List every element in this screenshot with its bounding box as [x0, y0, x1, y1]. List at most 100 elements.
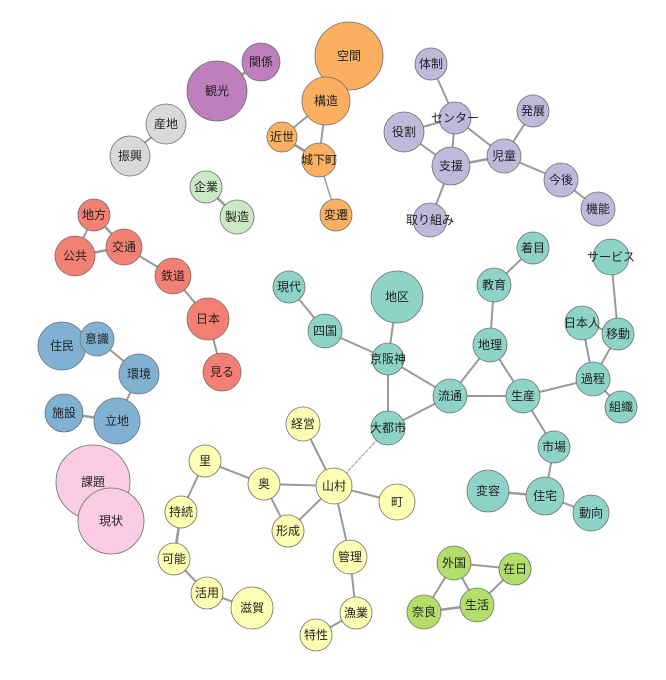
node-kongo[interactable]: 今後 [543, 162, 579, 198]
node-kinsei[interactable]: 近世 [266, 121, 298, 153]
node-sanson[interactable]: 山村 [315, 467, 353, 505]
node-circle-ricchi[interactable] [93, 397, 141, 445]
node-circle-shinko[interactable] [109, 135, 151, 177]
node-kigyo[interactable]: 企業 [189, 170, 223, 204]
node-katei[interactable]: 過程 [575, 361, 611, 397]
node-jizoku[interactable]: 持続 [164, 495, 198, 529]
node-circle-nihonjin[interactable] [564, 305, 600, 341]
node-kino[interactable]: 機能 [580, 191, 616, 227]
node-miru[interactable]: 見る [202, 352, 242, 392]
node-circle-gaikoku[interactable] [436, 545, 472, 581]
node-center[interactable]: センター [431, 101, 479, 135]
node-shinko[interactable]: 振興 [109, 135, 151, 177]
node-seizo[interactable]: 製造 [219, 199, 255, 235]
node-zainichi[interactable]: 在日 [498, 552, 532, 586]
node-circle-chiri[interactable] [472, 327, 508, 363]
node-circle-chakumoku[interactable] [516, 231, 550, 265]
node-chakumoku[interactable]: 着目 [516, 231, 550, 265]
node-circle-kankyo[interactable] [118, 353, 160, 395]
node-circle-jutaku[interactable] [525, 476, 565, 516]
node-torikumi[interactable]: 取り組み [406, 202, 454, 238]
node-circle-shien[interactable] [431, 146, 471, 186]
node-circle-gendai[interactable] [272, 270, 306, 304]
node-circle-kanko[interactable] [186, 60, 248, 122]
node-circle-center[interactable] [438, 101, 472, 135]
node-circle-jido[interactable] [486, 138, 522, 174]
node-soshiki[interactable]: 組織 [604, 390, 638, 424]
node-ricchi[interactable]: 立地 [93, 397, 141, 445]
node-circle-zainichi[interactable] [498, 552, 532, 586]
node-circle-tokusei[interactable] [299, 618, 333, 652]
node-shisetsu[interactable]: 施設 [44, 393, 84, 433]
node-circle-kukan[interactable] [314, 21, 384, 91]
node-circle-seisan[interactable] [505, 378, 541, 414]
node-circle-doko[interactable] [572, 494, 610, 532]
node-circle-katei[interactable] [575, 361, 611, 397]
node-circle-hattatsu[interactable] [516, 94, 550, 128]
node-circle-ido[interactable] [601, 317, 635, 351]
node-circle-kano[interactable] [157, 542, 191, 576]
node-ryutsu[interactable]: 流通 [432, 378, 468, 414]
node-circle-shiga[interactable] [230, 586, 274, 630]
node-kano[interactable]: 可能 [157, 542, 191, 576]
node-circle-seizo[interactable] [219, 199, 255, 235]
node-circle-gyogyo[interactable] [339, 596, 373, 630]
node-shikoku[interactable]: 四国 [307, 313, 343, 349]
node-jido[interactable]: 児童 [486, 138, 522, 174]
node-circle-kozo[interactable] [301, 76, 351, 126]
node-circle-shijo[interactable] [537, 430, 571, 464]
node-circle-machi[interactable] [378, 483, 416, 521]
node-hensen[interactable]: 変遷 [319, 198, 353, 232]
node-kokyo[interactable]: 公共 [54, 235, 96, 277]
node-gyogyo[interactable]: 漁業 [339, 596, 373, 630]
node-circle-hensen[interactable] [319, 198, 353, 232]
node-taisei[interactable]: 体制 [414, 47, 448, 81]
node-shijo[interactable]: 市場 [537, 430, 571, 464]
node-sanchi[interactable]: 産地 [145, 103, 187, 145]
node-chiho[interactable]: 地方 [77, 198, 111, 232]
node-keiei[interactable]: 経営 [285, 406, 321, 442]
node-henyo[interactable]: 変容 [466, 469, 510, 513]
node-circle-ishiki[interactable] [79, 321, 115, 357]
node-circle-service[interactable] [592, 238, 630, 276]
node-nara[interactable]: 奈良 [406, 594, 442, 630]
node-circle-sanson[interactable] [315, 467, 353, 505]
node-circle-kotsu[interactable] [105, 228, 143, 266]
node-kankyo[interactable]: 環境 [118, 353, 160, 395]
node-keisei[interactable]: 形成 [271, 514, 305, 548]
node-daitoshi[interactable]: 大都市 [370, 410, 406, 446]
node-kyoiku[interactable]: 教育 [476, 267, 512, 303]
node-ishiki[interactable]: 意識 [79, 321, 115, 357]
node-circle-katsuyo[interactable] [190, 576, 224, 610]
node-kotsu[interactable]: 交通 [105, 228, 143, 266]
node-circle-miru[interactable] [202, 352, 242, 392]
node-genjo[interactable]: 現状 [77, 487, 145, 555]
node-circle-keihanshin[interactable] [371, 342, 405, 376]
node-hattatsu[interactable]: 発展 [516, 94, 550, 128]
node-kankei[interactable]: 関係 [241, 42, 281, 82]
node-gendai[interactable]: 現代 [272, 270, 306, 304]
node-yakuwari[interactable]: 役割 [383, 111, 425, 153]
node-circle-shikoku[interactable] [307, 313, 343, 349]
node-oku[interactable]: 奥 [247, 467, 281, 501]
node-circle-oku[interactable] [247, 467, 281, 501]
node-seikatsu[interactable]: 生活 [459, 587, 495, 623]
node-circle-jokamachi[interactable] [301, 142, 337, 178]
node-gaikoku[interactable]: 外国 [436, 545, 472, 581]
node-circle-henyo[interactable] [466, 469, 510, 513]
node-nihon[interactable]: 日本 [186, 297, 230, 341]
node-machi[interactable]: 町 [378, 483, 416, 521]
node-katsuyo[interactable]: 活用 [190, 576, 224, 610]
node-circle-chiku[interactable] [370, 270, 424, 324]
node-sato[interactable]: 里 [188, 444, 222, 478]
node-kukan[interactable]: 空間 [314, 21, 384, 91]
node-circle-yakuwari[interactable] [383, 111, 425, 153]
node-shien[interactable]: 支援 [431, 146, 471, 186]
node-jumin[interactable]: 住民 [37, 321, 87, 371]
node-circle-ryutsu[interactable] [432, 378, 468, 414]
node-circle-taisei[interactable] [414, 47, 448, 81]
node-kanri[interactable]: 管理 [332, 539, 368, 575]
node-circle-kanri[interactable] [332, 539, 368, 575]
node-circle-jizoku[interactable] [164, 495, 198, 529]
node-keihanshin[interactable]: 京阪神 [370, 342, 406, 376]
